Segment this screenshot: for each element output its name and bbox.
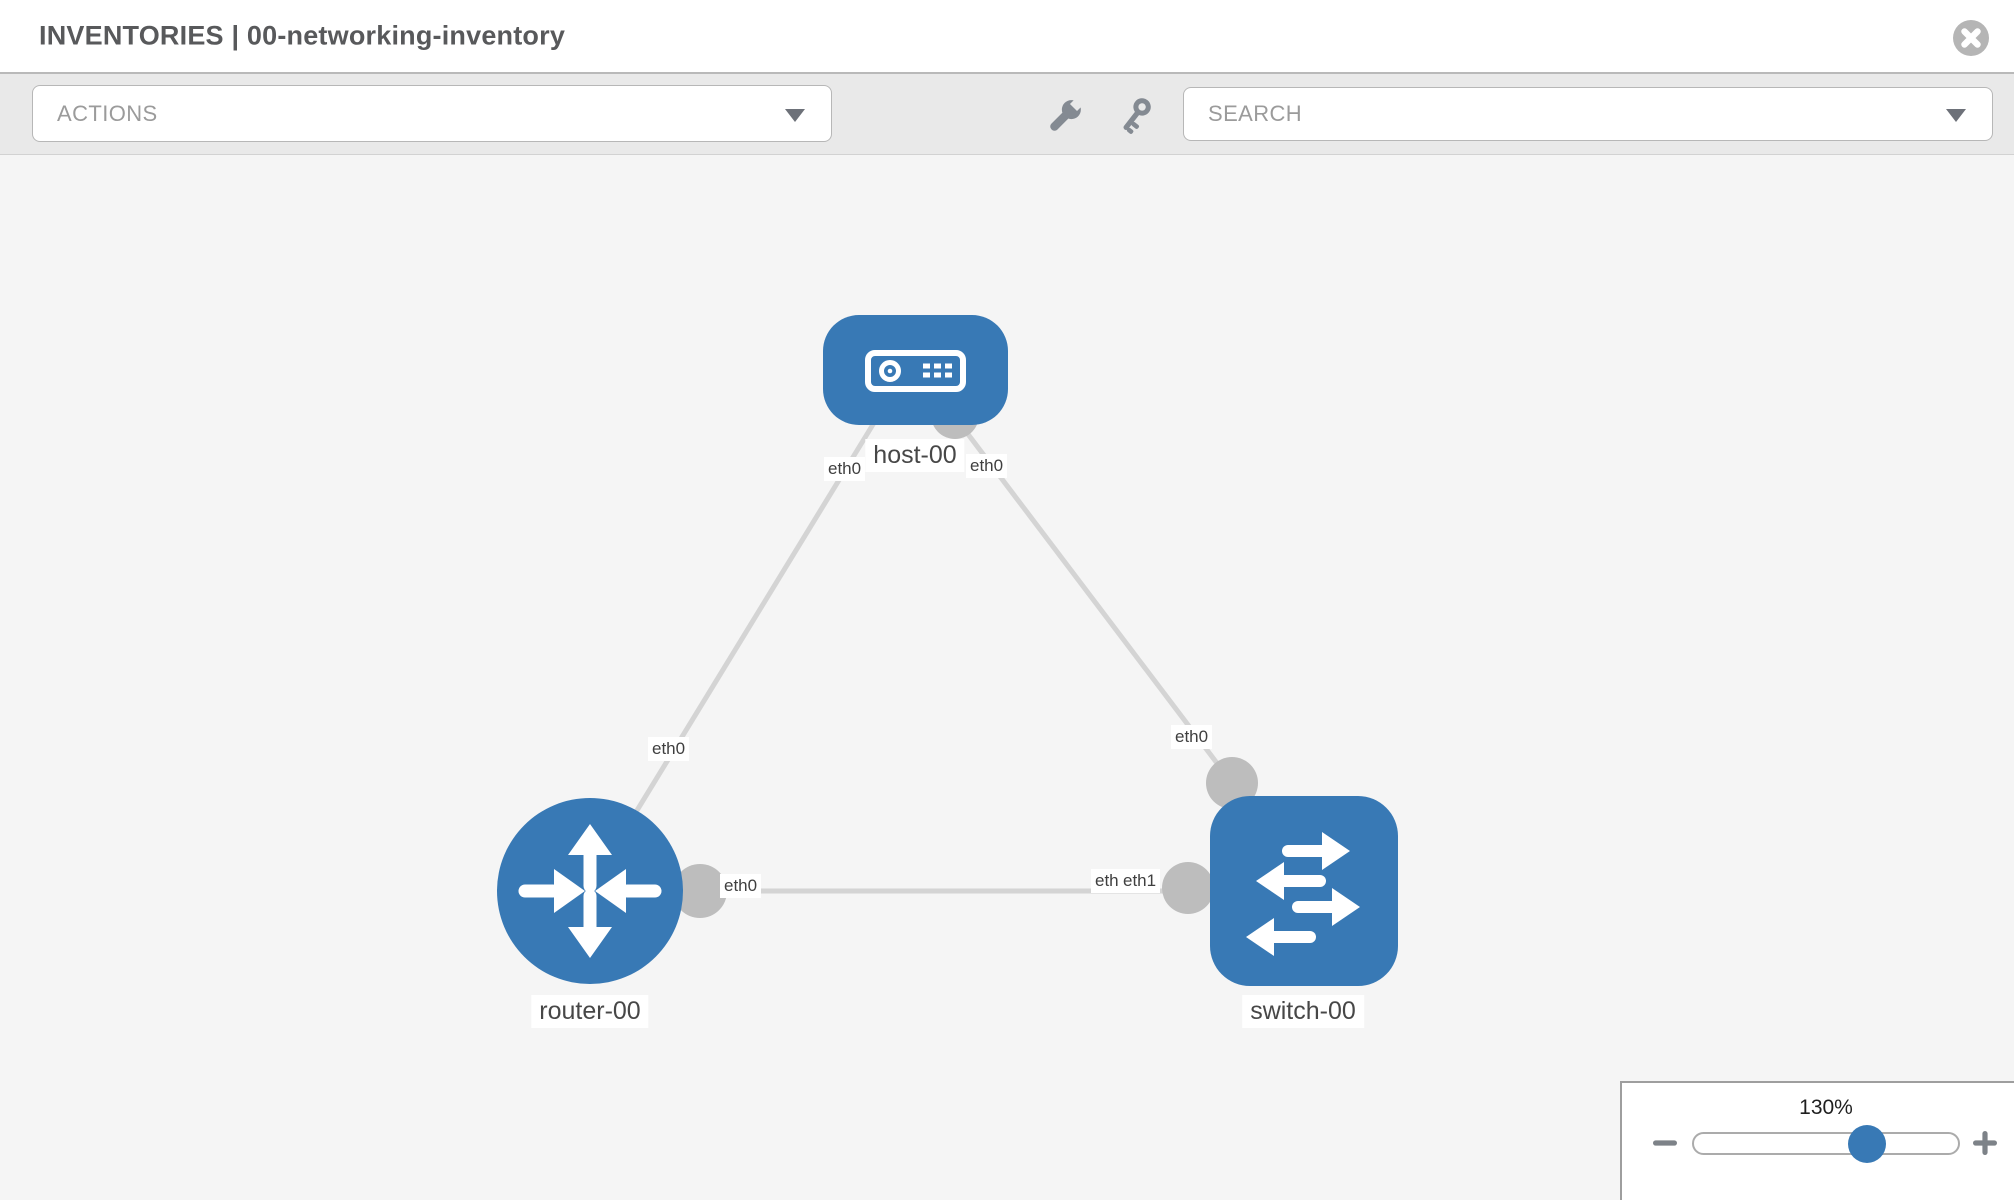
zoom-slider-handle[interactable] [1848, 1125, 1886, 1163]
chevron-down-icon [1946, 109, 1966, 123]
node-switch-00[interactable] [1210, 796, 1398, 986]
topology-links [630, 391, 1258, 918]
link-endpoint [673, 864, 727, 918]
switch-icon [1246, 832, 1360, 956]
zoom-level: 130% [1799, 1096, 1853, 1119]
credentials-button[interactable] [1113, 94, 1157, 138]
search-placeholder: SEARCH [1208, 101, 1303, 126]
host-icon [865, 350, 966, 392]
node-router-00[interactable] [497, 798, 683, 984]
actions-dropdown[interactable]: ACTIONS [32, 85, 832, 142]
search-dropdown[interactable]: SEARCH [1183, 87, 1993, 141]
link-endpoint [1162, 862, 1214, 914]
interface-label-switch-top: eth0 [1171, 725, 1213, 750]
zoom-in-button[interactable] [1970, 1128, 2000, 1158]
key-icon [1123, 98, 1151, 134]
close-button[interactable] [1952, 19, 1990, 57]
actions-dropdown-label: ACTIONS [57, 100, 158, 126]
node-host-00[interactable] [823, 315, 1008, 425]
plus-icon [1973, 1131, 1997, 1155]
chevron-down-icon [785, 108, 805, 122]
minus-icon [1653, 1140, 1677, 1146]
wrench-icon [1050, 96, 1085, 131]
page-title: INVENTORIES | 00-networking-inventory [39, 20, 566, 51]
router-icon [518, 824, 662, 958]
node-label-router-00: router-00 [531, 995, 649, 1029]
zoom-slider[interactable] [1692, 1125, 1960, 1163]
interface-label-router-link: eth0 [720, 874, 762, 899]
node-label-switch-00: switch-00 [1242, 995, 1364, 1029]
header: INVENTORIES | 00-networking-inventory [0, 0, 2014, 72]
zoom-panel: 130% [1620, 1081, 2014, 1200]
interface-label-switch-eth1: eth1 [1119, 869, 1161, 894]
interface-label-host-left: eth0 [824, 457, 866, 482]
close-icon [1953, 20, 1989, 56]
interface-label-host-right: eth0 [966, 454, 1008, 479]
interface-label-router-top: eth0 [648, 737, 690, 762]
zoom-out-button[interactable] [1650, 1128, 1680, 1158]
toolbar: ACTIONS SEARC [0, 72, 2014, 155]
topology-canvas[interactable]: host-00 router-00 switch-00 eth0 eth0 et… [0, 155, 2014, 1200]
configure-button[interactable] [1043, 94, 1087, 138]
node-label-host-00: host-00 [865, 439, 965, 473]
